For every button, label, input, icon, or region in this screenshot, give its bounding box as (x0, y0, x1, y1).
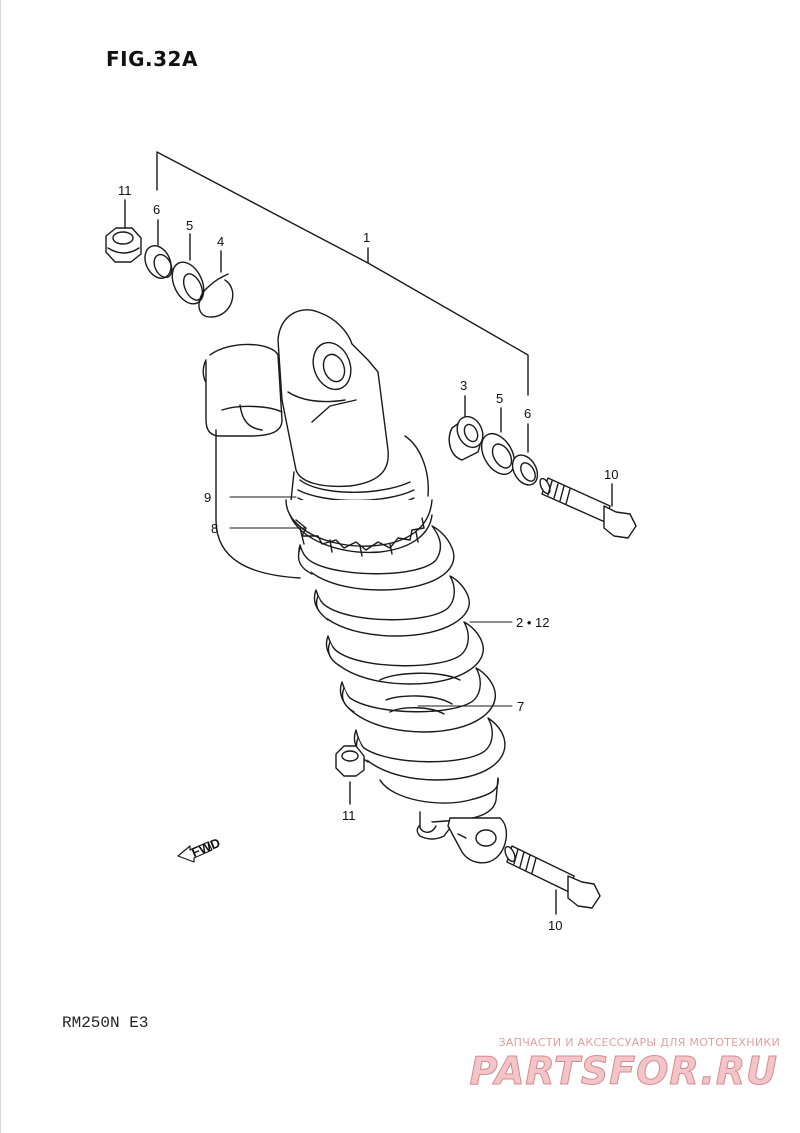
fwd-label: FWD (189, 835, 222, 860)
part-7-bump-stop (379, 672, 461, 715)
callout-7: 7 (517, 699, 524, 714)
watermark-logo: PARTSFOR.RU (469, 1049, 778, 1094)
callout-5-bottom: 5 (496, 391, 503, 406)
part-2-spring (297, 525, 506, 781)
model-code: RM250N E3 (62, 1014, 149, 1032)
part-11-nut-top (105, 199, 142, 263)
fwd-arrow-icon: FWD (177, 835, 222, 863)
part-3-bushing (448, 395, 484, 461)
callout-10-bottom: 10 (548, 918, 562, 933)
leader-lines (229, 496, 513, 707)
callout-11-bottom: 11 (342, 808, 356, 823)
callout-10-top: 10 (604, 467, 618, 482)
part-4-circlip (198, 250, 234, 318)
part-11-nut-bottom (335, 745, 365, 805)
figure-title: FIG.32A (106, 47, 198, 71)
callout-8: 8 (211, 521, 218, 536)
shock-lower-clevis (379, 777, 507, 864)
callout-2-12: 2 • 12 (516, 615, 549, 630)
assembly-bracket (156, 151, 529, 396)
callout-1: 1 (363, 230, 370, 245)
callout-3: 3 (460, 378, 467, 393)
shock-reservoir (202, 343, 301, 579)
part-6-collar-top (144, 219, 173, 279)
part-5-seal-top (171, 233, 205, 305)
part-6-collar-bottom (511, 423, 539, 486)
callout-6-top: 6 (153, 202, 160, 217)
shock-upper-body (277, 309, 429, 511)
callout-11-top: 11 (118, 183, 132, 198)
part-10-bolt-top (539, 477, 637, 539)
callout-labels: 11 6 5 4 1 3 5 6 10 9 8 2 • 12 7 11 10 (118, 183, 618, 933)
callout-9: 9 (204, 490, 211, 505)
part-10-bolt-bottom (504, 845, 601, 915)
spring-seat-and-lock-rings (285, 499, 433, 557)
callout-6-bottom: 6 (524, 406, 531, 421)
callout-5-top: 5 (186, 218, 193, 233)
watermark-tagline: ЗАПЧАСТИ И АКСЕССУАРЫ ДЛЯ МОТОТЕХНИКИ (498, 1036, 780, 1049)
callout-4: 4 (217, 234, 224, 249)
part-5-seal-bottom (480, 407, 516, 475)
